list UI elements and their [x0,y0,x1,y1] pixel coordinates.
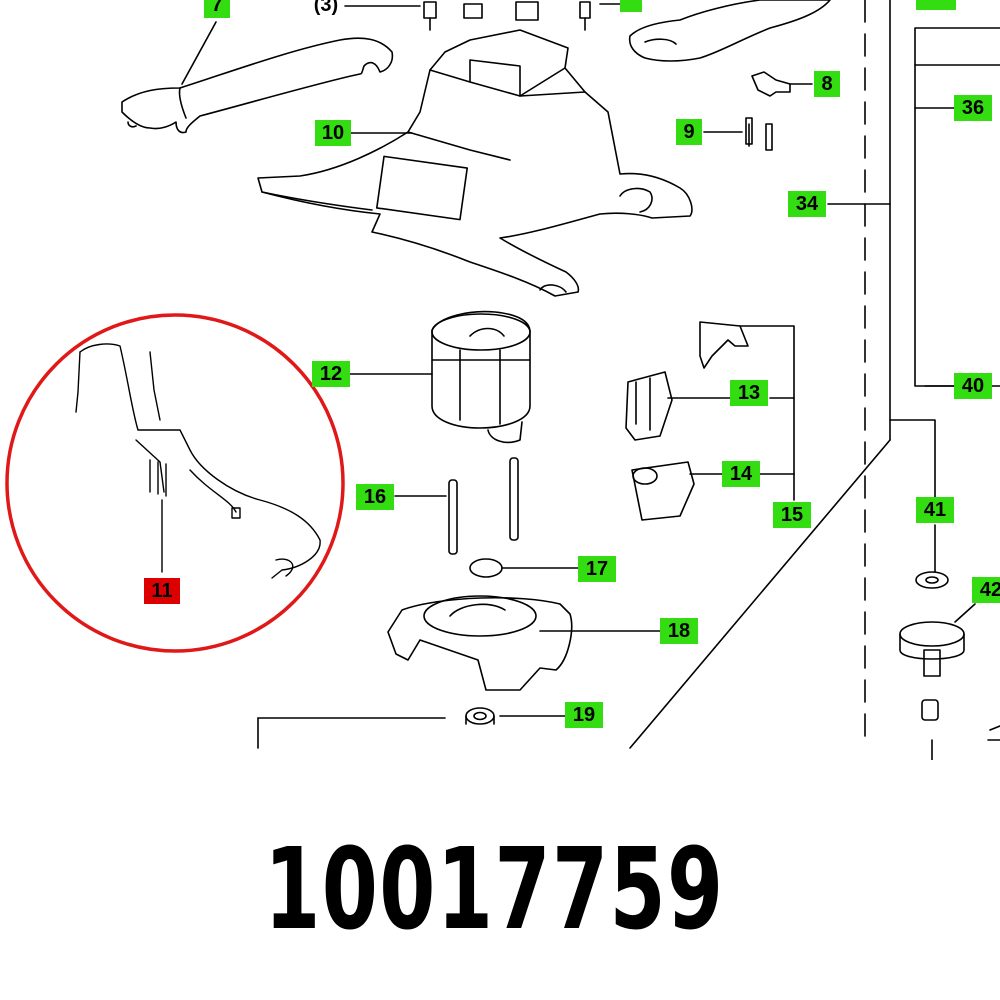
leader-lines [334,203,891,717]
label-11-highlighted: 11 [144,578,180,604]
bearing-part-19 [465,707,495,725]
label-partial-top [620,0,642,12]
label-34: 34 [788,191,826,217]
rods-part-16 [448,457,519,555]
label-15: 15 [773,502,811,528]
label-9: 9 [676,119,702,145]
oring-part-17 [469,558,503,578]
label-36: 36 [954,95,992,121]
rotor-part-42 [899,603,1000,741]
switch-parts-13-14-15 [625,321,749,521]
top-small-parts [344,1,621,31]
label-3-parenthesized: (3) [313,0,339,16]
diagram-drawing [5,0,1000,760]
label-10: 10 [315,120,351,146]
label-partial-top-right [916,0,956,10]
label-41: 41 [916,497,954,523]
label-8: 8 [814,71,840,97]
part-number: 10017759 [264,825,725,955]
label-42: 42 [972,577,1000,603]
label-14: 14 [722,461,760,487]
arm-top-right [628,0,831,62]
base-housing-part-10 [257,29,693,297]
label-40: 40 [954,373,992,399]
exploded-parts-diagram: 7 (3) 10 8 9 36 34 40 12 13 14 15 16 17 … [5,0,1000,760]
bearing-part-41 [915,524,949,589]
clip-part-8 [751,71,813,97]
label-16: 16 [356,484,394,510]
frame-lines [257,0,1000,760]
handle-part-7 [121,21,394,134]
screws-part-9 [703,117,773,151]
highlight-circle [5,313,345,653]
stator-part-12 [431,310,531,444]
wiring-harness-part-11 [75,343,321,579]
label-19: 19 [565,702,603,728]
label-12: 12 [312,361,350,387]
label-17: 17 [578,556,616,582]
label-7: 7 [204,0,230,18]
label-13: 13 [730,380,768,406]
label-18: 18 [660,618,698,644]
fan-shroud-part-18 [387,595,573,691]
